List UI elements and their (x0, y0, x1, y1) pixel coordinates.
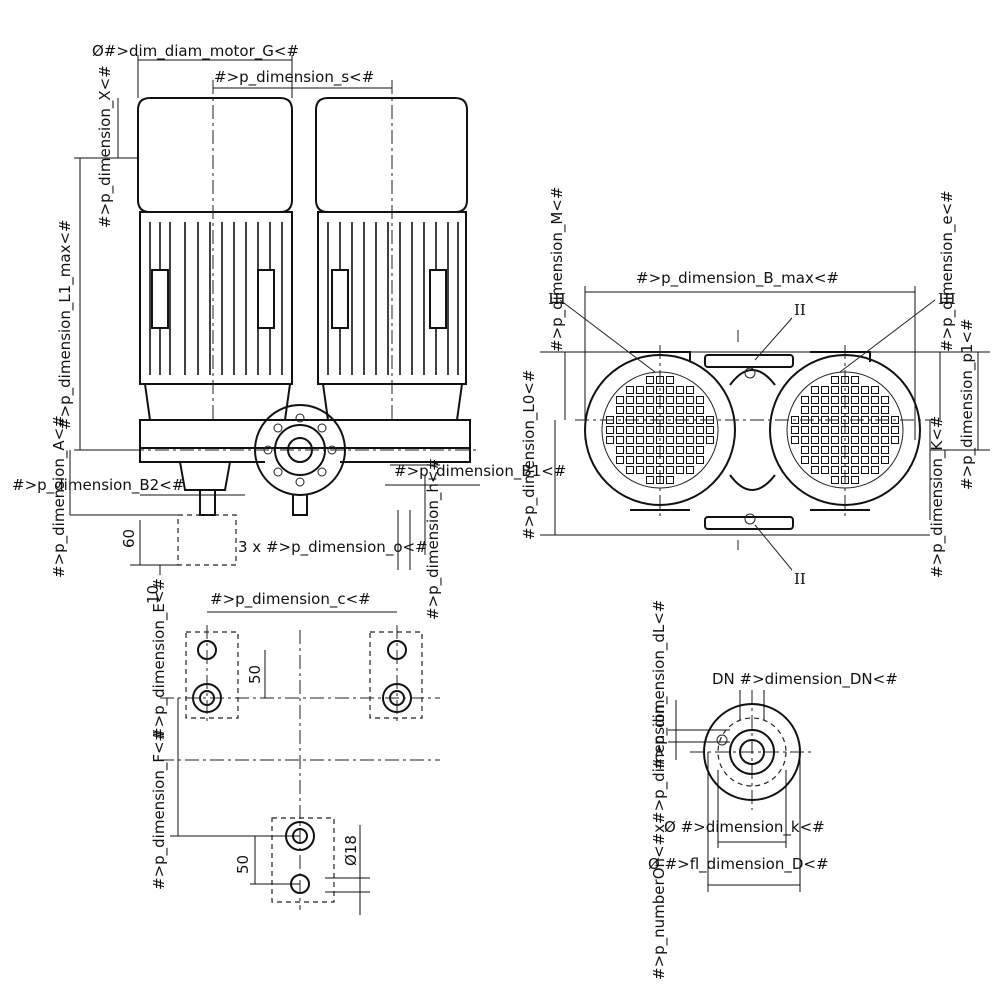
label-p-dimension-b2: #>p_dimension_B2<# (12, 476, 184, 495)
label-p-dimension-b1: #>p_dimension_B1<# (394, 462, 566, 481)
left-motor-terminal-box (151, 269, 169, 329)
label-p-dimension-o: 3 x #>p_dimension_o<# (238, 538, 428, 557)
top-flange-lower (704, 516, 794, 530)
pump-drain (179, 461, 231, 491)
foundation-pad-bottom (271, 817, 335, 903)
label-p-dimension-m: #>p_dimension_M<# (548, 187, 567, 352)
right-motor-fins (327, 222, 459, 375)
label-dimension-k: Ø #>dimension_k<# (664, 818, 825, 837)
side-view (69, 55, 480, 575)
right-motor-terminal-box (331, 269, 349, 329)
foundation-pad-right (369, 631, 423, 719)
label-p-dimension-k: #>p_dimension_K<# (928, 416, 947, 578)
dimension-labels: Ø#>dim_diam_motor_G<# #>p_dimension_s<# … (12, 42, 977, 980)
right-motor-terminal-box-2 (429, 269, 447, 329)
label-num-50a: 50 (246, 665, 264, 684)
flange-detail (668, 690, 815, 892)
label-p-dimension-f: #>p_dimension_F<# (150, 729, 169, 890)
pump-housing-base (139, 448, 471, 463)
label-num-60: 60 (120, 529, 138, 548)
label-p-dimension-dl: #>p_dimension_dL<# (650, 600, 669, 770)
foundation-block (177, 514, 237, 566)
mark-iii-right: III (938, 290, 956, 308)
top-left-fan-grille (606, 376, 714, 484)
label-p-dimension-b-max: #>p_dimension_B_max<# (636, 269, 839, 288)
pump-foot-stub (292, 495, 308, 516)
label-num-50b: 50 (234, 855, 252, 874)
mark-iii-left: III (548, 290, 566, 308)
left-motor-fins (149, 222, 283, 375)
label-p-number-on: #>p_numberOn<#x#>p_dimension_ (650, 696, 669, 980)
foundation-pad-left (185, 631, 239, 719)
label-num-18: Ø18 (342, 835, 360, 866)
foundation-plan (160, 611, 440, 915)
label-p-dimension-e-top: #>p_dimension_e<# (938, 190, 957, 352)
label-dimension-dn: DN #>dimension_DN<# (712, 670, 898, 689)
label-p-dimension-l0: #>p_dimension_L0<# (520, 370, 539, 540)
label-p-dimension-p1: #>p_dimension_p1<# (958, 318, 977, 490)
right-motor-fan-cover (315, 97, 468, 213)
label-num-10: 10 (144, 585, 162, 604)
label-p-dimension-e: #>p_dimension_E<# (150, 578, 169, 740)
label-fl-dimension-d: Ø #>fl_dimension_D<# (648, 855, 829, 874)
mark-ii-bottom: II (794, 570, 806, 588)
left-motor-terminal-box-2 (257, 269, 275, 329)
label-p-dimension-x: #>p_dimension_X<# (96, 65, 115, 228)
mark-ii-top: II (794, 301, 806, 319)
label-p-dimension-h: #>p_dimension_h<# (424, 458, 443, 620)
top-view (540, 286, 990, 571)
label-p-dimension-l1-max: #>p_dimension_L1_max<# (56, 219, 75, 430)
pump-body-link (729, 369, 776, 491)
left-lantern (143, 383, 292, 421)
top-flange-upper (704, 354, 794, 368)
label-p-dimension-c: #>p_dimension_c<# (210, 590, 371, 609)
label-p-dimension-s: #>p_dimension_s<# (214, 68, 374, 87)
left-motor-fan-cover (137, 97, 293, 213)
label-p-dimension-a: #>p_dimension_A<# (50, 415, 69, 578)
pump-housing-top (139, 419, 471, 449)
top-right-fan-grille (791, 376, 899, 484)
label-dim-diam-motor-g: Ø#>dim_diam_motor_G<# (92, 42, 299, 61)
